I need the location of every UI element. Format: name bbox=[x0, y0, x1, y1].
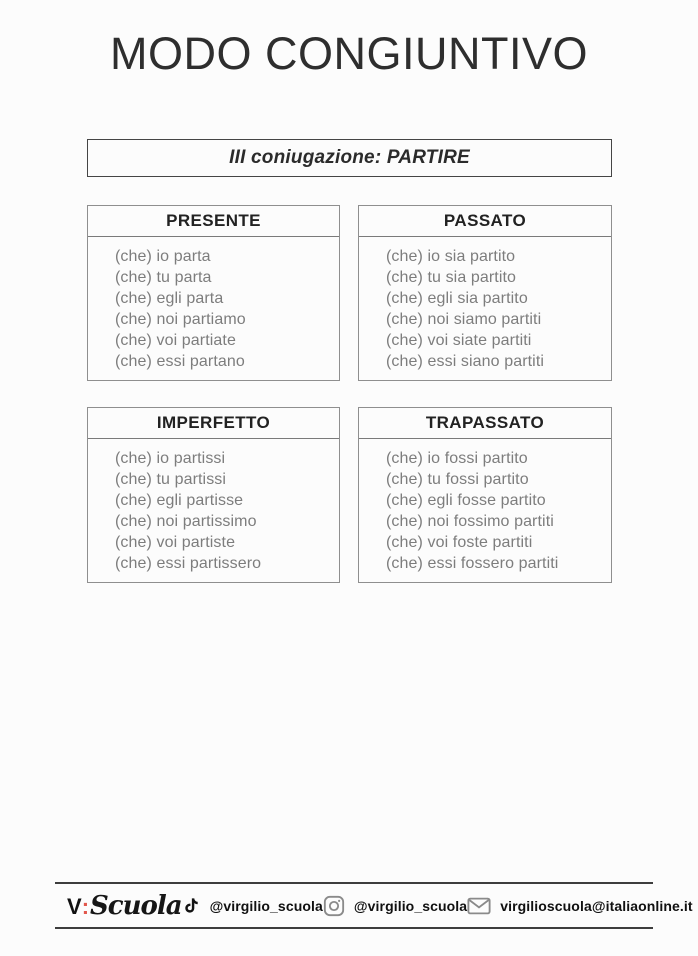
instagram-icon bbox=[323, 895, 345, 917]
conjugation-row: (che) io partissi bbox=[115, 450, 226, 467]
conjugation-row: (che) voi foste partiti bbox=[386, 534, 533, 551]
conjugation-list-trapassato: (che) io fossi partito (che) tu fossi pa… bbox=[359, 439, 611, 574]
instagram-contact: @virgilio_scuola bbox=[323, 895, 467, 917]
conjugation-row: (che) io parta bbox=[115, 248, 211, 265]
card-header-passato: PASSATO bbox=[359, 206, 611, 237]
conjugation-row: (che) io fossi partito bbox=[386, 450, 528, 467]
conjugation-row: (che) egli parta bbox=[115, 290, 224, 307]
conjugation-row: (che) essi siano partiti bbox=[386, 353, 545, 370]
footer: V : Scuola @virgilio_scuola @virgilio_sc… bbox=[55, 884, 693, 927]
conjugation-row: (che) noi siamo partiti bbox=[386, 311, 542, 328]
brand-logo: V : Scuola bbox=[67, 890, 183, 921]
conjugation-row: (che) essi partissero bbox=[115, 555, 262, 572]
conjugation-row: (che) tu sia partito bbox=[386, 269, 517, 286]
conjugation-row: (che) noi fossimo partiti bbox=[386, 513, 554, 530]
card-header-imperfetto: IMPERFETTO bbox=[88, 408, 339, 439]
conjugation-row: (che) tu fossi partito bbox=[386, 471, 529, 488]
conjugation-row: (che) egli partisse bbox=[115, 492, 244, 509]
footer-divider-top bbox=[55, 882, 653, 884]
email-contact: virgilioscuola@italiaonline.it bbox=[467, 897, 693, 915]
card-imperfetto: IMPERFETTO (che) io partissi (che) tu pa… bbox=[87, 407, 340, 583]
page-title: MODO CONGIUNTIVO bbox=[110, 28, 588, 79]
tiktok-icon bbox=[182, 895, 201, 916]
conjugation-row: (che) io sia partito bbox=[386, 248, 516, 265]
conjugation-list-presente: (che) io parta (che) tu parta (che) egli… bbox=[88, 237, 339, 372]
conjugation-row: (che) voi partiste bbox=[115, 534, 236, 551]
card-header-presente: PRESENTE bbox=[88, 206, 339, 237]
tiktok-contact: @virgilio_scuola bbox=[182, 895, 323, 916]
conjugation-row: (che) tu partissi bbox=[115, 471, 227, 488]
conjugation-row: (che) voi partiate bbox=[115, 332, 236, 349]
tiktok-handle: @virgilio_scuola bbox=[209, 897, 323, 914]
conjugation-row: (che) noi partiamo bbox=[115, 311, 246, 328]
footer-divider-bottom bbox=[55, 927, 653, 929]
email-icon bbox=[467, 897, 491, 915]
conjugation-list-imperfetto: (che) io partissi (che) tu partissi (che… bbox=[88, 439, 339, 574]
conjugation-row: (che) egli fosse partito bbox=[386, 492, 546, 509]
conjugation-row: (che) tu parta bbox=[115, 269, 212, 286]
instagram-handle: @virgilio_scuola bbox=[353, 897, 468, 914]
logo-script-name: Scuola bbox=[90, 890, 183, 921]
card-trapassato: TRAPASSATO (che) io fossi partito (che) … bbox=[358, 407, 612, 583]
conjugation-row: (che) voi siate partiti bbox=[386, 332, 532, 349]
email-address: virgilioscuola@italiaonline.it bbox=[500, 897, 693, 914]
logo-letter-v: V bbox=[67, 893, 82, 919]
subtitle-text: III coniugazione: PARTIRE bbox=[229, 147, 470, 168]
conjugation-row: (che) essi fossero partiti bbox=[386, 555, 559, 572]
conjugation-row: (che) noi partissimo bbox=[115, 513, 257, 530]
logo-colon: : bbox=[81, 893, 90, 919]
card-presente: PRESENTE (che) io parta (che) tu parta (… bbox=[87, 205, 340, 381]
card-header-trapassato: TRAPASSATO bbox=[359, 408, 611, 439]
conjugation-row: (che) essi partano bbox=[115, 353, 245, 370]
conjugation-row: (che) egli sia partito bbox=[386, 290, 528, 307]
subtitle-box: III coniugazione: PARTIRE bbox=[87, 139, 612, 177]
conjugation-list-passato: (che) io sia partito (che) tu sia partit… bbox=[359, 237, 611, 372]
card-passato: PASSATO (che) io sia partito (che) tu si… bbox=[358, 205, 612, 381]
